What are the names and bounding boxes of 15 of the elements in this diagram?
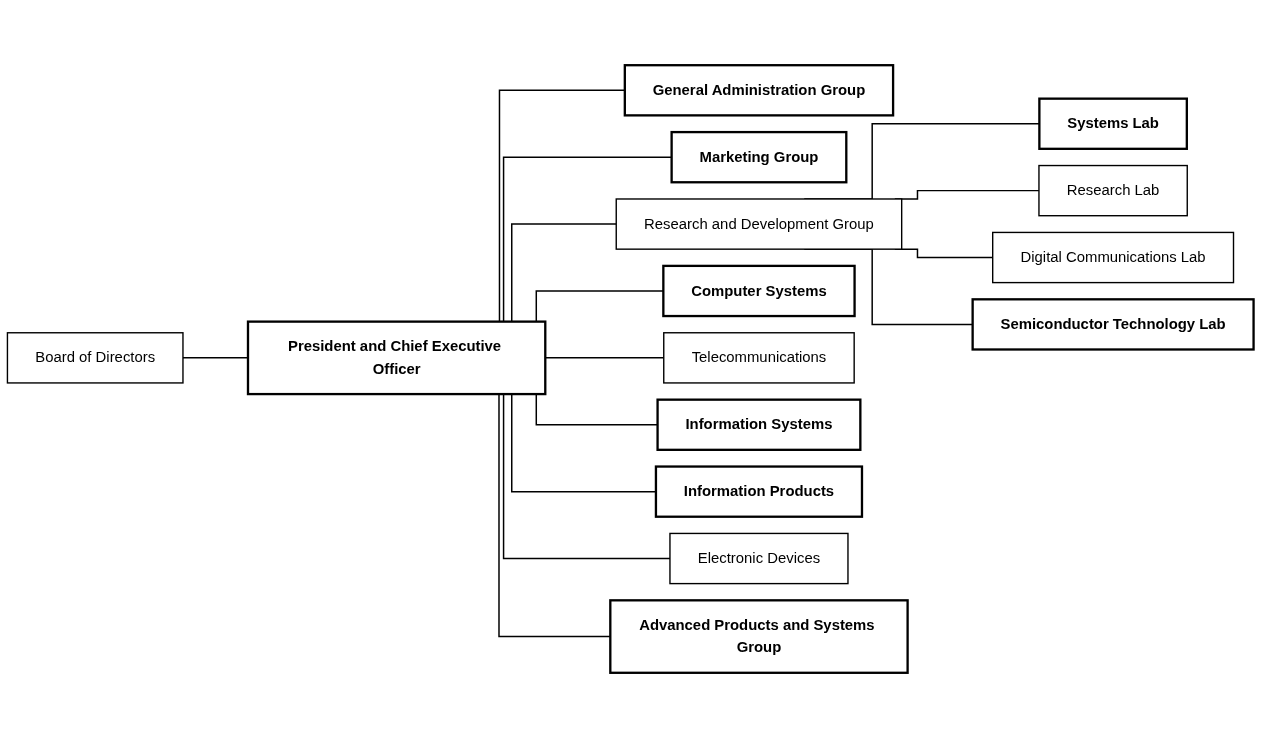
node-box: Board of Directors [6, 332, 184, 384]
node-box: Research and Development Group [615, 198, 903, 250]
node-box: Computer Systems [662, 264, 856, 318]
node-box: Semiconductor Technology Lab [971, 298, 1255, 351]
node-box: Marketing Group [670, 130, 848, 184]
node-box: Information Products [654, 465, 864, 518]
node-box: Research Lab [1038, 164, 1188, 217]
node-box: President and Chief Executive Officer [246, 320, 547, 396]
node-box: Electronic Devices [669, 532, 849, 585]
node-box: General Administration Group [623, 64, 895, 117]
node-box: Systems Lab [1038, 97, 1188, 150]
node-box: Advanced Products and Systems Group [609, 599, 909, 674]
node-box: Telecommunications [663, 332, 855, 384]
node-box: Digital Communications Lab [992, 231, 1235, 284]
node-box: Information Systems [656, 398, 862, 451]
